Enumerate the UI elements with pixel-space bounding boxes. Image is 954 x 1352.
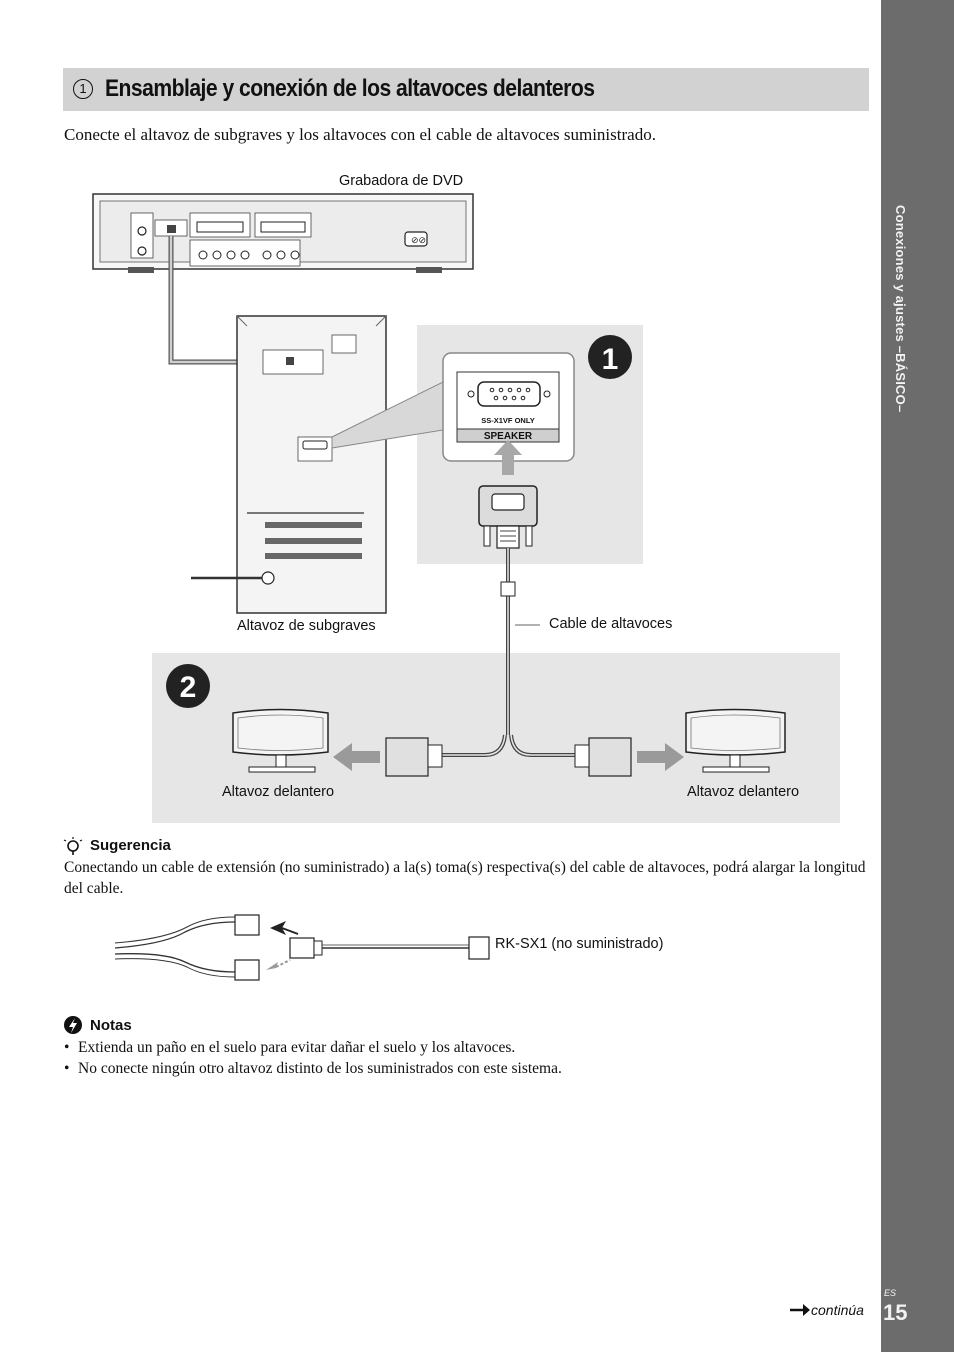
section-number: 1 [73, 79, 93, 99]
subwoofer-label: Altavoz de subgraves [237, 618, 376, 634]
note-item: No conecte ningún otro altavoz distinto … [64, 1058, 562, 1079]
side-section-label: Conexiones y ajustes –BÁSICO– [893, 205, 908, 413]
left-arrow-icon [333, 743, 380, 771]
extension-cable-label: RK-SX1 (no suministrado) [495, 936, 664, 952]
front-speaker-left-label: Altavoz delantero [222, 784, 335, 800]
right-connector-illustration [574, 737, 632, 777]
subwoofer-illustration [191, 315, 387, 614]
notes-list: Extienda un paño en el suelo para evitar… [64, 1037, 562, 1079]
section-title: Ensamblaje y conexión de los altavoces d… [105, 75, 595, 102]
tip-heading: Sugerencia [90, 837, 171, 854]
note-item: Extienda un paño en el suelo para evitar… [64, 1037, 562, 1058]
page-language: ES [884, 1288, 897, 1298]
step1-number: 1 [602, 343, 619, 376]
section-header: 1 Ensamblaje y conexión de los altavoces… [63, 68, 869, 111]
step1-badge [588, 335, 632, 379]
jack-label-top: SS-X1VF ONLY [481, 416, 535, 425]
jack-label-bottom: SPEAKER [484, 431, 533, 442]
page-number: 15 [883, 1300, 908, 1325]
lightbulb-icon [63, 837, 83, 855]
side-tab [881, 0, 954, 1352]
dvd-recorder-illustration: ⊘⊘ [92, 193, 474, 273]
intro-text: Conecte el altavoz de subgraves y los al… [64, 125, 656, 144]
right-arrow-icon [637, 743, 684, 771]
insert-arrow-icon [494, 440, 522, 475]
continue-arrow-icon [790, 1304, 810, 1316]
tip-body: Conectando un cable de extensión (no sum… [64, 859, 866, 897]
dvd-recorder-label: Grabadora de DVD [339, 173, 464, 189]
front-speaker-right-label: Altavoz delantero [687, 784, 800, 800]
front-speaker-left-illustration [232, 708, 329, 773]
notes-heading: Notas [90, 1017, 132, 1034]
speaker-cable-label: Cable de altavoces [549, 616, 673, 632]
extension-cable-illustration [114, 914, 490, 981]
continued-label: continúa [811, 1302, 864, 1318]
continued-text: continúa [811, 1302, 864, 1318]
left-connector-illustration [385, 737, 443, 777]
speaker-plug-illustration [478, 485, 538, 549]
front-speaker-right-illustration [685, 708, 786, 773]
step2-badge [166, 664, 210, 708]
step2-number: 2 [180, 671, 197, 704]
svg-text:⊘⊘: ⊘⊘ [411, 235, 426, 245]
warning-icon [64, 1016, 82, 1034]
